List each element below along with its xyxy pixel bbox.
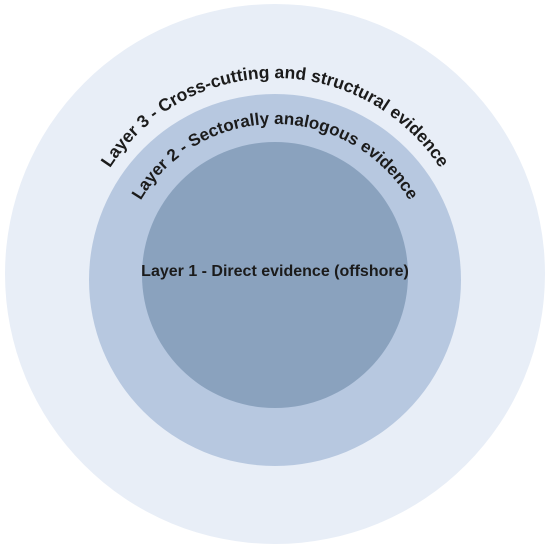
layer-1-core (142, 142, 408, 408)
layer-1-label: Layer 1 - Direct evidence (offshore) (141, 263, 409, 280)
